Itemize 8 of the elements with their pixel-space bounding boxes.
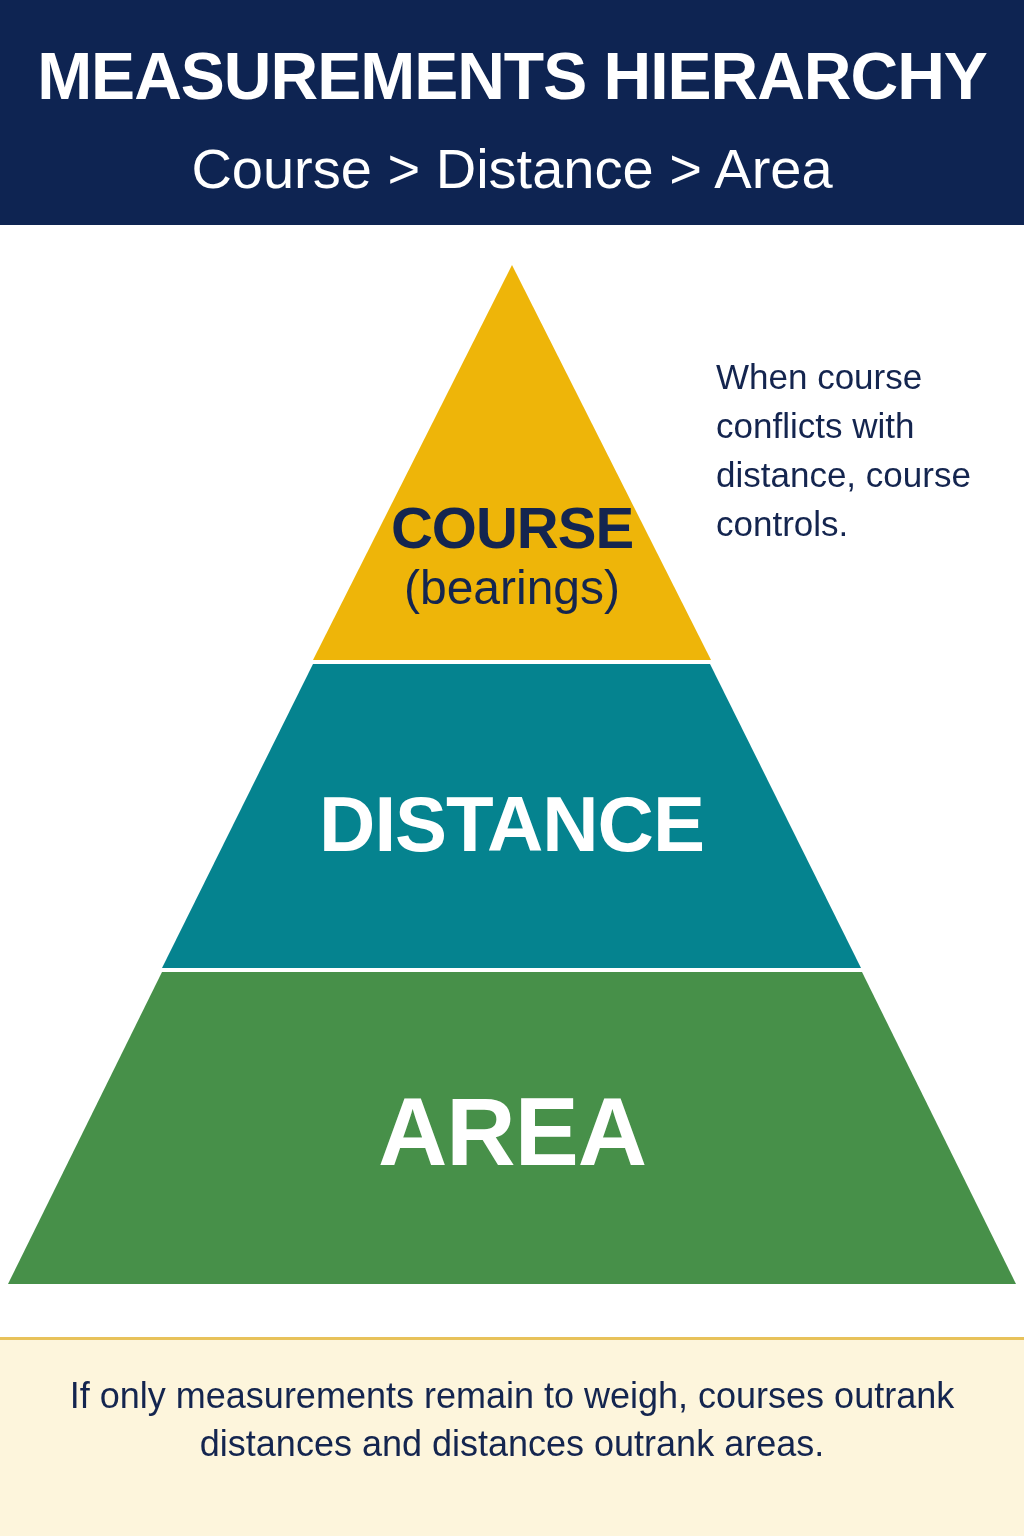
tier-label: DISTANCE <box>318 779 705 869</box>
subtitle: Course > Distance > Area <box>190 136 834 201</box>
caption: If only measurements remain to weigh, courses outrank distances and distances outrank areas. <box>68 1374 956 1466</box>
note-text: When course conflicts with distance, course controls. <box>716 356 972 545</box>
tier-label: AREA <box>377 1077 647 1187</box>
title: MEASUREMENTS HIERARCHY <box>36 38 988 114</box>
tier-sublabel: (bearings) <box>402 560 622 616</box>
tier-label: COURSE <box>389 497 635 559</box>
